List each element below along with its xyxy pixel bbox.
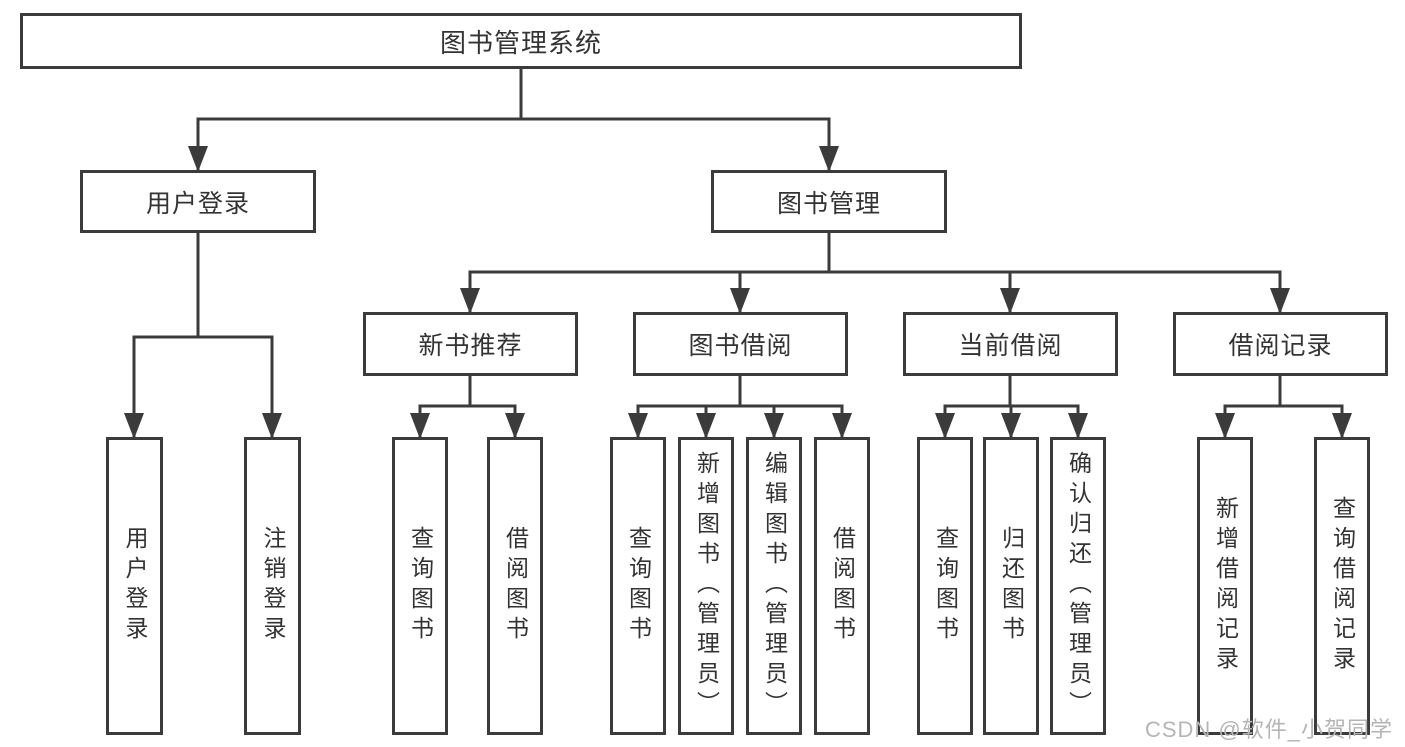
- node-edit-book-admin-label: 编辑图书（管理员）: [761, 451, 788, 721]
- node-edit-book-admin: 编辑图书（管理员）: [746, 437, 802, 735]
- node-borrow-records-label: 借阅记录: [1228, 332, 1333, 360]
- node-book-management: 图书管理: [711, 170, 947, 233]
- node-borrow-book-action: 借阅图书: [814, 437, 870, 735]
- node-new-book-recommend-label: 新书推荐: [418, 332, 523, 360]
- node-return-book-label: 归还图书: [998, 526, 1025, 646]
- node-confirm-return-admin: 确认归还（管理员）: [1050, 437, 1106, 735]
- node-user-login: 用户登录: [80, 170, 316, 233]
- node-query-book-recommend: 查询图书: [392, 437, 448, 735]
- node-current-borrow-label: 当前借阅: [958, 332, 1063, 360]
- node-borrow-book-recommend-label: 借阅图书: [502, 526, 529, 646]
- node-add-borrow-record: 新增借阅记录: [1197, 437, 1253, 735]
- node-query-borrow-record-label: 查询借阅记录: [1329, 496, 1356, 676]
- node-query-book-borrow-label: 查询图书: [625, 526, 652, 646]
- node-query-book-borrow: 查询图书: [610, 437, 666, 735]
- node-current-borrow: 当前借阅: [903, 312, 1118, 376]
- node-logout-action: 注销登录: [244, 437, 301, 735]
- node-library-system: 图书管理系统: [20, 13, 1022, 69]
- node-borrow-book-recommend: 借阅图书: [487, 437, 543, 735]
- node-confirm-return-admin-label: 确认归还（管理员）: [1065, 451, 1092, 721]
- csdn-watermark: CSDN @软件_小贺同学: [1144, 717, 1393, 742]
- node-borrow-records: 借阅记录: [1173, 312, 1388, 376]
- node-book-borrow: 图书借阅: [633, 312, 848, 376]
- node-add-borrow-record-label: 新增借阅记录: [1212, 496, 1239, 676]
- node-user-login-action: 用户登录: [106, 437, 163, 735]
- node-query-book-current: 查询图书: [917, 437, 973, 735]
- node-query-book-current-label: 查询图书: [932, 526, 959, 646]
- node-logout-action-label: 注销登录: [260, 526, 286, 646]
- node-return-book: 归还图书: [983, 437, 1039, 735]
- node-add-book-admin: 新增图书（管理员）: [678, 437, 734, 735]
- node-query-borrow-record: 查询借阅记录: [1314, 437, 1370, 735]
- node-borrow-book-action-label: 借阅图书: [829, 526, 856, 646]
- node-new-book-recommend: 新书推荐: [363, 312, 578, 376]
- node-user-login-action-label: 用户登录: [122, 526, 148, 646]
- node-book-borrow-label: 图书借阅: [688, 332, 793, 360]
- node-add-book-admin-label: 新增图书（管理员）: [693, 451, 720, 721]
- node-query-book-recommend-label: 查询图书: [407, 526, 434, 646]
- node-book-management-label: 图书管理: [776, 189, 881, 218]
- node-user-login-label: 用户登录: [145, 189, 250, 218]
- node-library-system-label: 图书管理系统: [439, 27, 602, 58]
